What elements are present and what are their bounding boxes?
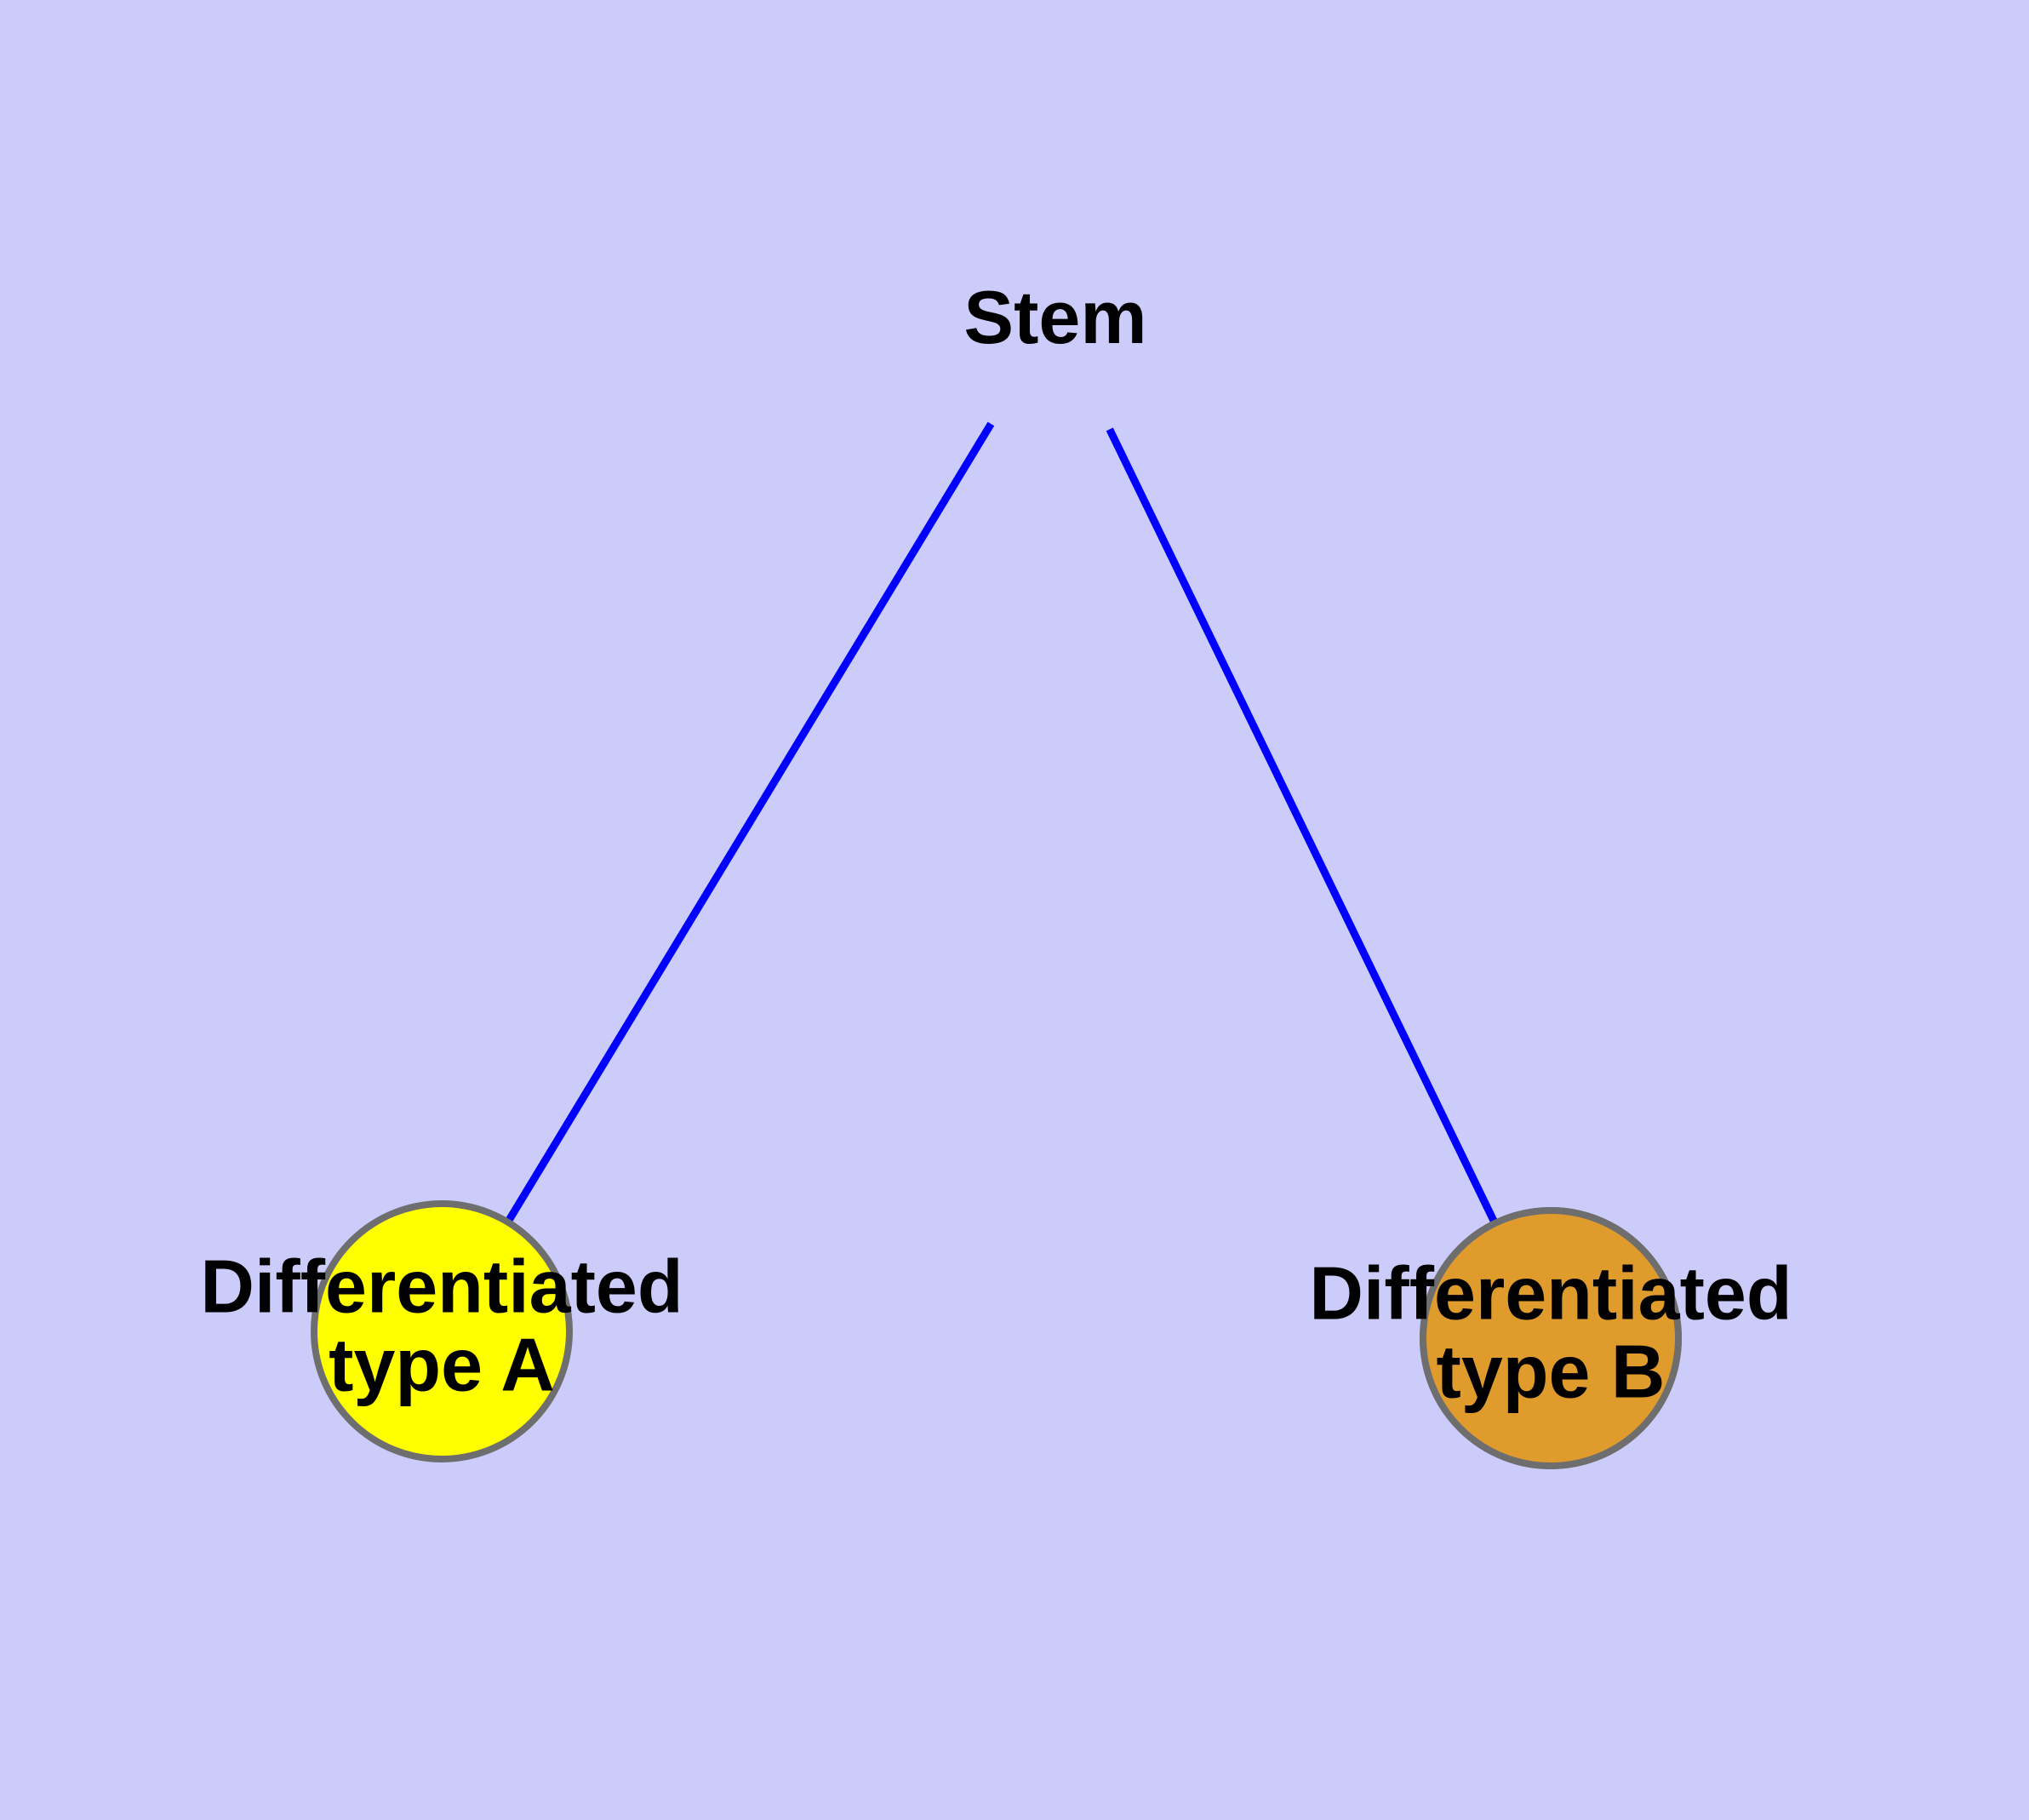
node-layer [311, 1200, 1682, 1469]
edge-layer [502, 421, 1500, 1228]
node-differentiated-type-b[interactable] [1420, 1207, 1682, 1469]
edge-stem-diff-b[interactable] [1106, 427, 1500, 1228]
node-stem[interactable] [311, 1200, 573, 1462]
edge-stem-diff-a[interactable] [502, 421, 995, 1228]
